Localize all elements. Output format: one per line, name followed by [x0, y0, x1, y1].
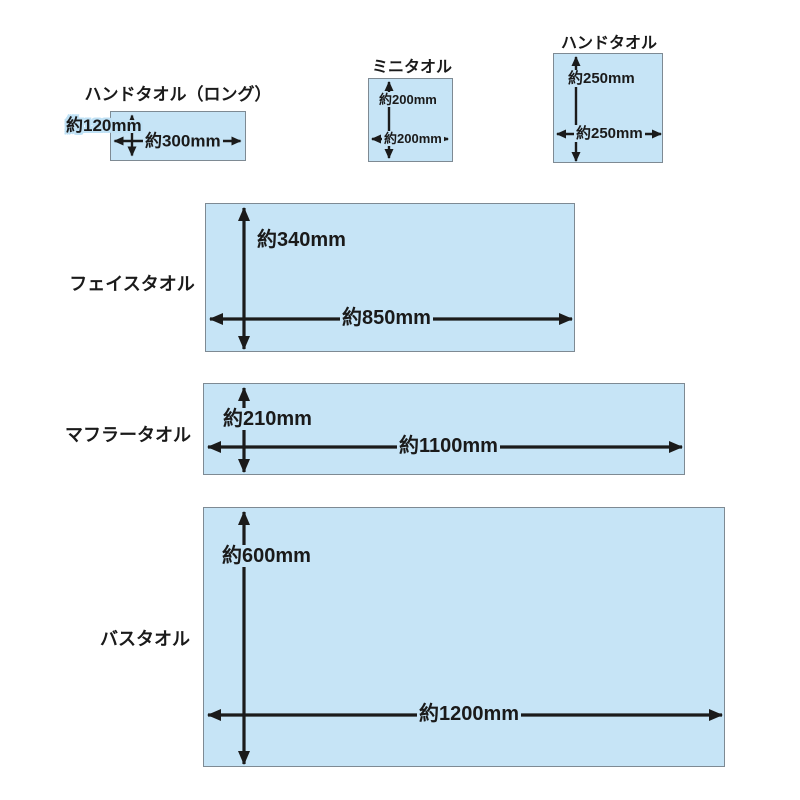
width-dimension-label: 約850mm	[340, 307, 433, 329]
towel-rectangle: 約250mm 約250mm	[553, 53, 663, 163]
width-dimension-label: 約1100mm	[397, 435, 500, 457]
towel-rectangle: 約340mm 約850mm	[205, 203, 575, 352]
width-dimension-label: 約1200mm	[417, 703, 522, 725]
width-dimension-label: 約300mm	[142, 131, 223, 151]
height-dimension-label: 約120mm	[66, 116, 142, 135]
height-dimension-label: 約210mm	[221, 408, 314, 430]
towel-name-label: バスタオル	[100, 629, 190, 649]
towel-rectangle: 約120mm 約300mm	[66, 111, 246, 161]
towel-name-label: ミニタオル	[371, 59, 453, 76]
towel-rectangle: 約600mm 約1200mm	[203, 507, 725, 767]
towel-rectangle: 約200mm 約200mm	[368, 78, 453, 162]
towel-name-label: フェイスタオル	[69, 274, 195, 294]
height-dimension-label: 約600mm	[220, 545, 313, 567]
height-dimension-label: 約250mm	[566, 70, 637, 87]
towel-name-label: ハンドタオル（ロング）	[84, 85, 272, 104]
height-dimension-label: 約340mm	[255, 229, 348, 251]
dimension-arrows	[207, 387, 683, 473]
towel-name-label: ハンドタオル	[560, 35, 658, 52]
dimension-arrows	[209, 207, 573, 350]
width-dimension-label: 約250mm	[574, 125, 645, 142]
height-dimension-label: 約200mm	[377, 92, 439, 107]
towel-name-label: マフラータオル	[65, 425, 191, 445]
width-dimension-label: 約200mm	[382, 131, 444, 146]
towel-rectangle: 約210mm 約1100mm	[203, 383, 685, 475]
